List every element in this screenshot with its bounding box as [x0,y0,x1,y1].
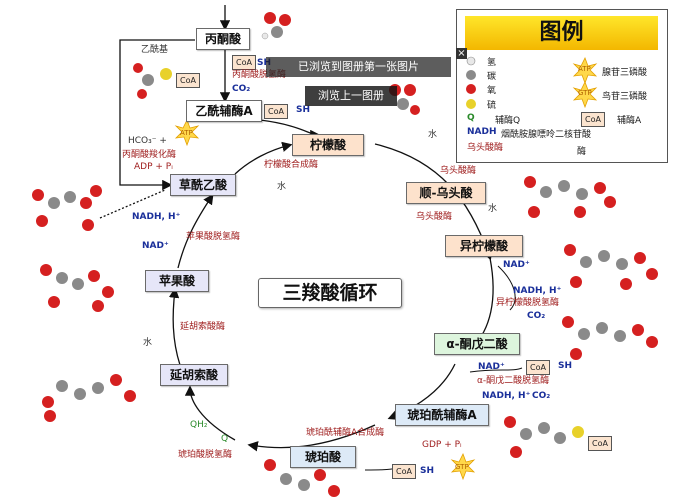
legend-swatches [466,56,598,109]
coa-tag: CoA [176,73,200,88]
node-malate: 苹果酸 [145,270,209,292]
legend-hydrogen: 氢 [487,58,497,68]
adp-label: ADP + Pᵢ [134,162,173,172]
water-label: 水 [143,338,153,348]
node-isocitrate: 异柠檬酸 [445,235,523,257]
coa-tag: CoA [588,436,612,451]
atp-label: ATP [180,129,193,137]
diagram-title: 三羧酸循环 [258,278,402,308]
node-alpha-kg: α-酮戊二酸 [434,333,520,355]
enzyme-mdh: 苹果酸脱氢酶 [186,232,241,242]
molecule-icon-malate [40,264,114,312]
node-succinate: 琥珀酸 [290,446,356,468]
sh-label: SH [420,466,435,476]
sulfur-swatch-icon [466,99,476,109]
sh-label: SH [257,58,272,68]
legend-atp-symbol: ATP [578,65,591,73]
enzyme-sdh: 琥珀酸脱氢酶 [178,450,233,460]
nad-label: NAD⁺ [478,362,505,372]
node-pyruvate: 丙酮酸 [196,28,250,50]
water-label: 水 [277,182,287,192]
atp-legend-icon [572,57,598,85]
oxygen-swatch-icon [466,84,476,94]
node-cis-aconitate: 顺-乌头酸 [406,182,486,204]
enzyme-scs: 琥珀酰辅酶A合成酶 [306,428,385,438]
gtp-label: GTP [455,463,469,471]
q-label: Q [221,434,229,444]
legend-q-text: 辅酶Q [495,116,521,126]
carbon-swatch-icon [466,70,476,80]
legend-coa-text: 辅酶A [617,116,642,126]
water-label: 水 [488,204,498,214]
nadh-label: NADH, H⁺ [132,212,181,222]
legend-atp-text: 腺苷三磷酸 [602,68,648,78]
enzyme-pyruvate-carboxylase: 丙酮酸羧化酶 [122,150,177,160]
qh2-label: QH₂ [190,420,208,430]
previous-album-button[interactable]: 浏览上一图册 [305,86,397,106]
legend-q-symbol: Q [467,113,475,123]
nad-label: NAD⁺ [503,260,530,270]
gallery-tip-banner: 已浏览到图册第一张图片 [266,57,451,77]
legend-coa-symbol: CoA [581,112,605,127]
legend-sulfur: 硫 [487,101,497,111]
molecule-icon-succinyl-coa [504,416,584,458]
legend-gtp-text: 鸟苷三磷酸 [602,92,648,102]
molecule-icon-fumarate [42,374,136,422]
legend-title: 图例 [465,16,658,50]
node-oxaloacetate: 草酰乙酸 [170,174,236,196]
legend-oxygen: 氧 [487,86,497,96]
enzyme-pdh: 丙酮酸脱氢酶 [232,70,287,80]
sh-label: SH [558,361,573,371]
molecule-icon-oxaloacetate [32,185,102,231]
enzyme-idh: 异柠檬酸脱氢酶 [496,298,560,308]
legend-enzyme-suffix: 酶 [577,147,587,157]
nad-label: NAD⁺ [142,241,169,251]
legend-aconitase: 乌头酸酶 [467,143,504,153]
gtp-legend-icon [572,81,598,109]
coa-tag: CoA [392,464,416,479]
molecule-icon-citrate [261,12,291,40]
legend-nadh-text: 烟酰胺腺嘌呤二核苷酸 [501,130,592,140]
legend-carbon: 碳 [487,72,497,82]
molecule-icon-isocitrate [564,244,658,290]
node-acetyl-coa: 乙酰辅酶A [186,100,262,122]
enzyme-aconitase: 乌头酸酶 [440,166,477,176]
sh-label: SH [296,105,311,115]
legend-nadh-symbol: NADH [467,127,497,137]
nadh-label: NADH, H⁺ [482,391,531,401]
hydrogen-swatch-icon [466,56,476,66]
atp-star-icon [174,119,200,147]
molecule-icon-cis-aconitate [524,176,616,218]
enzyme-citrate-synthase: 柠檬酸合成酶 [264,160,319,170]
gdp-label: GDP + Pᵢ [422,440,462,450]
nadh-label: NADH, H⁺ [513,286,562,296]
molecule-icon-succinate [264,459,340,497]
coa-tag: CoA [232,55,256,70]
legend-gtp-symbol: GTP [578,89,592,97]
acetyl-group-label: 乙酰基 [141,45,169,55]
co2-label: CO₂ [232,84,251,94]
enzyme-fumarase: 延胡索酸酶 [180,322,226,332]
enzyme-akgdh: α-酮戊二酸脱氢酶 [477,376,550,386]
molecule-icon-alpha-kg [562,316,658,360]
node-succinyl-coa: 琥珀酰辅酶A [395,404,489,426]
close-icon[interactable]: × [456,48,467,59]
gtp-star-icon [450,453,476,481]
legend-box: 图例 氢 碳 氧 硫 Q 辅酶Q NADH 烟酰胺腺嘌呤二核苷酸 乌头酸酶 酶 … [456,9,668,163]
coa-tag: CoA [264,104,288,119]
water-label: 水 [428,130,438,140]
co2-label: CO₂ [532,391,551,401]
coa-tag: CoA [526,360,550,375]
molecule-icon-acetyl [133,63,172,99]
node-fumarate: 延胡索酸 [160,364,228,386]
enzyme-aconitase: 乌头酸酶 [416,212,453,222]
node-citrate: 柠檬酸 [292,134,364,156]
hco3-label: HCO₃⁻ + [128,136,167,146]
co2-label: CO₂ [527,311,546,321]
